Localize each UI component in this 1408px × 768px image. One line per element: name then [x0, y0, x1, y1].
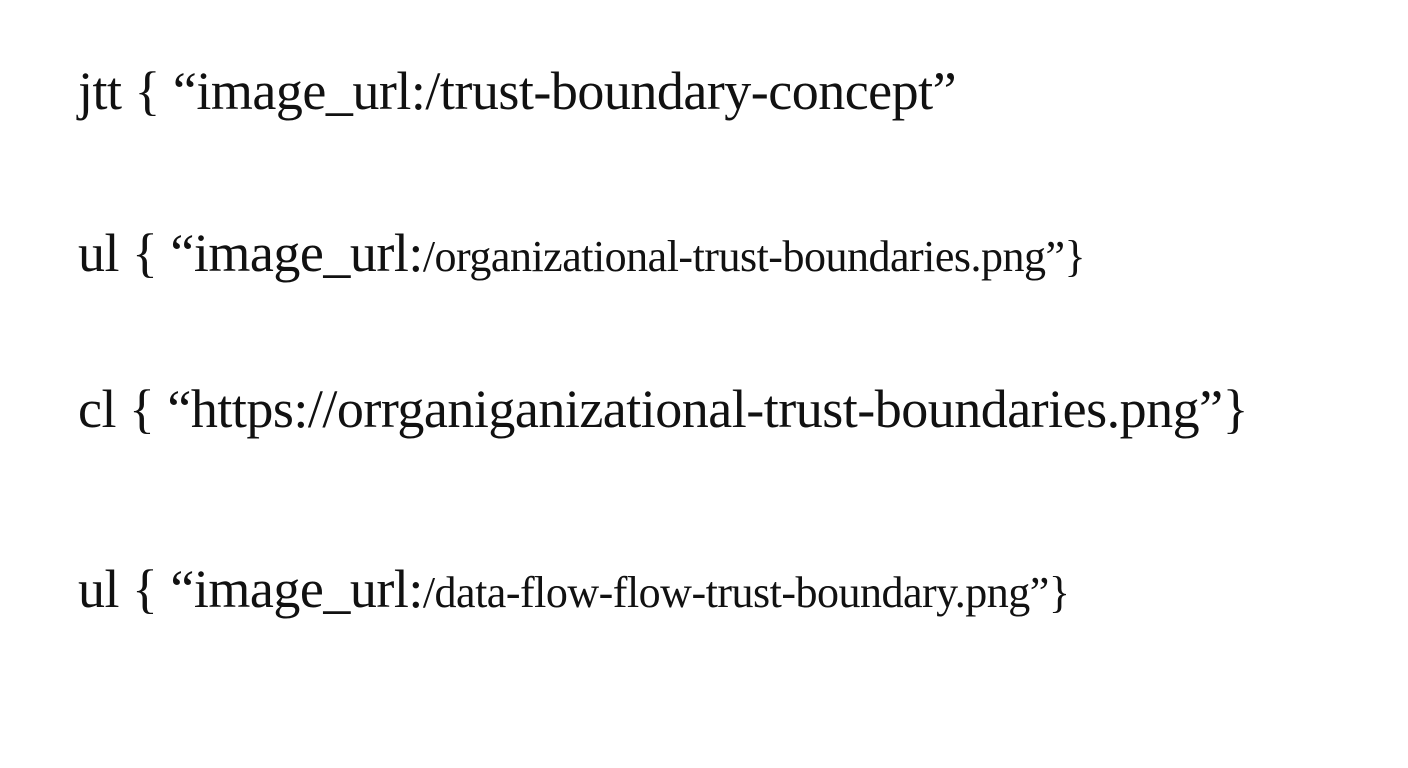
text-line-1: jtt { “image_url:/trust-boundary-concept…	[78, 61, 957, 121]
text-line-3: cl { “https://orrganiganizational-trust-…	[78, 379, 1249, 439]
text-line-2-suffix: /organizational-trust-boundaries.png”}	[422, 232, 1086, 281]
text-line-2-prefix: ul { “image_url:	[78, 223, 423, 283]
text-line-2: ul { “image_url:/organizational-trust-bo…	[78, 223, 1086, 283]
text-line-4-suffix: /data-flow-flow-trust-boundary.png”}	[422, 568, 1070, 617]
text-line-4: ul { “image_url:/data-flow-flow-trust-bo…	[78, 559, 1070, 619]
text-line-1-prefix: jtt { “image_url:/trust-boundary-concept…	[78, 61, 957, 121]
text-line-3-prefix: cl { “https://orrganiganizational-trust-…	[78, 379, 1249, 439]
text-line-4-prefix: ul { “image_url:	[78, 559, 423, 619]
